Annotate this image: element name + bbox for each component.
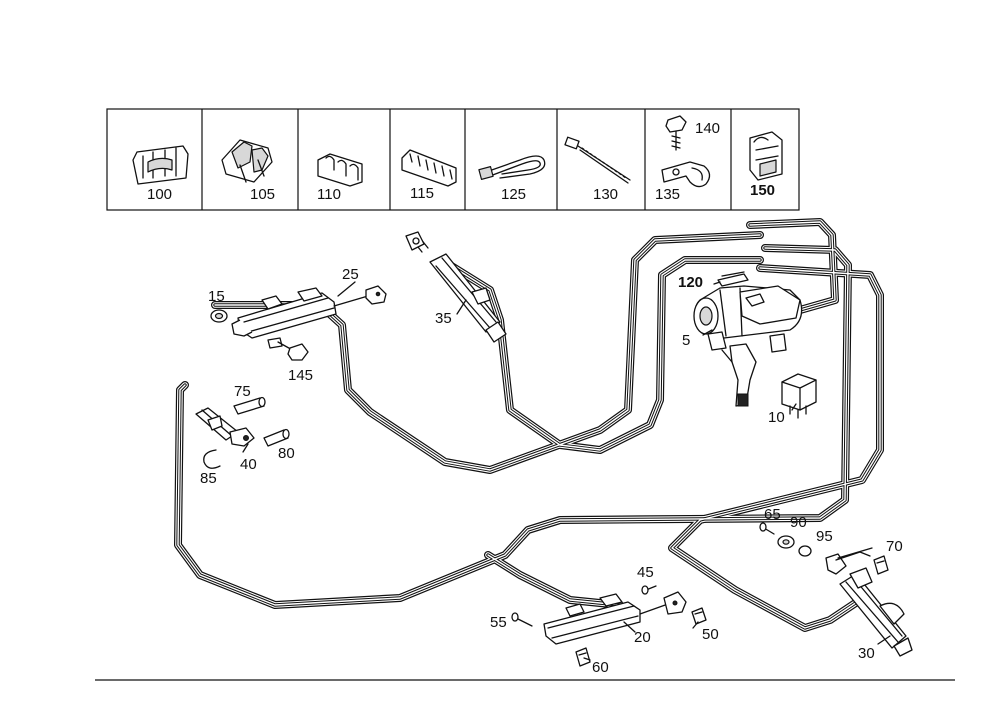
hydraulic-cylinder-25: [231, 285, 387, 349]
legend-number-100: 100: [147, 186, 172, 203]
cable-tie-loop-icon: [478, 155, 546, 180]
relay-10: [781, 373, 817, 419]
pump-unit-5: [693, 285, 803, 407]
circlip-85: [203, 449, 221, 469]
bushing-15: [210, 309, 228, 323]
callout-25: 25: [342, 266, 359, 283]
callout-95: 95: [816, 528, 833, 545]
panel-clip-icon: [132, 145, 189, 185]
callout-50: 50: [702, 626, 719, 643]
legend-number-115: 115: [410, 185, 434, 202]
screw-icon: [665, 115, 687, 151]
pin-75: [233, 396, 266, 415]
hydraulic-cylinder-20: [543, 591, 687, 645]
cable-tie-icon: [564, 136, 631, 184]
multi-slot-holder-icon: [401, 149, 457, 187]
bolt-145: [277, 341, 309, 361]
legend-strip: 100 105 110 115 125: [106, 108, 800, 211]
legend-frame: [106, 108, 800, 211]
callout-85: 85: [200, 470, 217, 487]
bracket-120: [717, 271, 749, 287]
pipe-clamp-icon: [661, 161, 711, 188]
callouts: 5 10 15 20 25 30 35 40 45 50 55 60 65 70…: [200, 266, 903, 676]
clip-50: [691, 607, 707, 625]
callout-120: 120: [678, 274, 703, 291]
callout-15: 15: [208, 288, 225, 305]
bushing-90: [777, 535, 795, 549]
hydraulic-cylinder-35: [405, 231, 507, 343]
callout-20: 20: [634, 629, 651, 646]
hydraulic-cylinder-30: [825, 551, 913, 657]
callout-90: 90: [790, 514, 807, 531]
legend-number-130: 130: [593, 186, 618, 203]
screw-65: [759, 522, 775, 535]
legend-number-105: 105: [250, 186, 275, 203]
callout-65: 65: [764, 506, 781, 523]
legend-number-110: 110: [317, 186, 341, 203]
three-slot-holder-icon: [317, 153, 363, 187]
bolt-55: [511, 612, 533, 627]
hydraulic-cylinder-40: [195, 407, 255, 447]
screw-45: [641, 585, 657, 595]
legend-number-150: 150: [750, 182, 775, 199]
clip-70: [873, 555, 889, 575]
callout-35: 35: [435, 310, 452, 327]
legend-number-140: 140: [695, 120, 720, 137]
legend-number-125: 125: [501, 186, 526, 203]
callout-145: 145: [288, 367, 313, 384]
leader-lines: [242, 281, 891, 661]
callout-55: 55: [490, 614, 507, 631]
legend-number-135: 135: [655, 186, 680, 203]
callout-5: 5: [682, 332, 690, 349]
callout-70: 70: [886, 538, 903, 555]
double-clip-icon: [221, 139, 273, 183]
callout-80: 80: [278, 445, 295, 462]
callout-40: 40: [240, 456, 257, 473]
callout-75: 75: [234, 383, 251, 400]
ring-95: [798, 545, 812, 557]
callout-30: 30: [858, 645, 875, 662]
callout-10: 10: [768, 409, 785, 426]
callout-45: 45: [637, 564, 654, 581]
pin-80: [263, 428, 290, 447]
clip-60: [575, 647, 591, 667]
callout-60: 60: [592, 659, 609, 676]
spring-clip-icon: [749, 131, 783, 181]
